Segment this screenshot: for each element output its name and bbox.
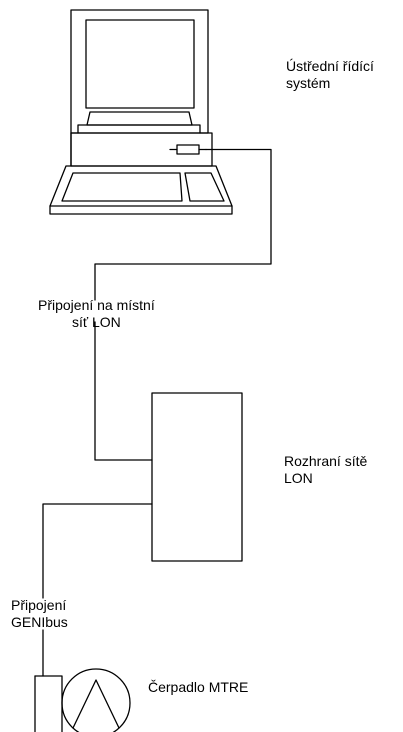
connection-line-computer-to-lon [94,148,272,301]
central-system-label: Ústřední řídící systém [286,58,374,91]
pump-label: Čerpadlo MTRE [148,679,249,695]
connection-line-lon-to-interface [94,321,153,461]
lon-interface-box [151,392,243,562]
genibus-connection-label: Připojení GENIbus [11,597,68,630]
computer-icon [49,9,233,215]
lon-interface-label: Rozhraní sítě LON [284,453,368,486]
pump-icon [34,668,131,732]
lon-connection-label: Připojení na místní síť LON [38,297,155,330]
connection-line-interface-to-pump [42,503,153,677]
